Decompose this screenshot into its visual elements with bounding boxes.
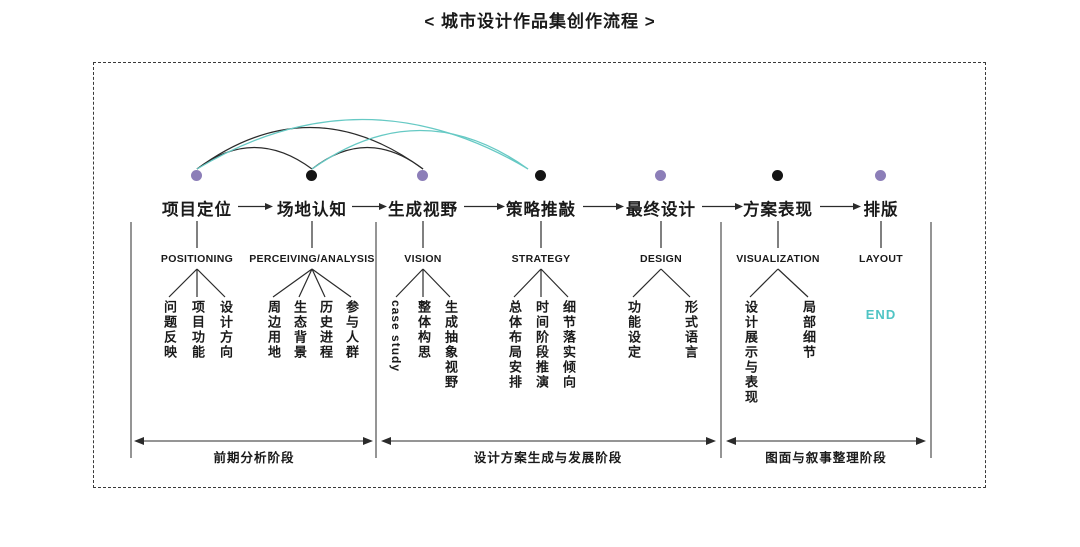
stage-label-vision: 生成视野 <box>388 201 458 219</box>
stage-label-layout: 排版 <box>863 201 899 219</box>
stage-dot-positioning <box>191 170 202 181</box>
stage-dot-design <box>655 170 666 181</box>
stage-en-visualization: VISUALIZATION <box>736 253 820 265</box>
branch-label-case-study: case study <box>389 300 403 373</box>
stage-dot-perceiving <box>306 170 317 181</box>
phase-label-analysis: 前期分析阶段 <box>213 451 295 465</box>
stage-en-vision: VISION <box>404 253 442 265</box>
stage-dot-visualization <box>772 170 783 181</box>
stage-dot-vision <box>417 170 428 181</box>
stage-en-perceiving: PERCEIVING/ANALYSIS <box>249 253 375 265</box>
branch-label: 设计展示与表现 <box>743 300 758 405</box>
branch-label: 细节落实倾向 <box>561 300 576 390</box>
stage-en-layout: LAYOUT <box>859 253 903 265</box>
stage-label-visualization: 方案表现 <box>743 201 813 219</box>
stage-dot-layout <box>875 170 886 181</box>
branch-label: 项目功能 <box>190 300 205 360</box>
phase-label-development: 设计方案生成与发展阶段 <box>473 451 623 465</box>
stage-en-strategy: STRATEGY <box>511 253 571 265</box>
branch-label: 问题反映 <box>162 300 177 360</box>
stage-label-strategy: 策略推敲 <box>506 201 576 219</box>
branch-label: 参与人群 <box>344 300 359 360</box>
branch-label: 功能设定 <box>626 300 641 360</box>
branch-label: 局部细节 <box>801 300 816 360</box>
branch-label: 生成抽象视野 <box>443 300 458 390</box>
stage-dot-strategy <box>535 170 546 181</box>
branch-label: 设计方向 <box>218 300 233 360</box>
branch-label: 整体构思 <box>416 300 431 360</box>
page-title: < 城市设计作品集创作流程 > <box>424 12 656 31</box>
stage-label-positioning: 项目定位 <box>162 201 232 219</box>
stage-label-design: 最终设计 <box>626 201 696 219</box>
stage-en-positioning: POSITIONING <box>160 253 234 265</box>
branch-label: 形式语言 <box>683 300 698 360</box>
branch-label: 历史进程 <box>318 300 333 360</box>
end-marker: END <box>865 307 897 322</box>
diagram-frame <box>93 62 986 488</box>
branch-label: 总体布局安排 <box>507 300 522 390</box>
stage-label-perceiving: 场地认知 <box>277 201 347 219</box>
phase-label-narrative: 图面与叙事整理阶段 <box>765 451 887 465</box>
branch-label: 时间阶段推演 <box>534 300 549 390</box>
branch-label: 生态背景 <box>292 300 307 360</box>
branch-label: 周边用地 <box>266 300 281 360</box>
stage-en-design: DESIGN <box>639 253 683 265</box>
